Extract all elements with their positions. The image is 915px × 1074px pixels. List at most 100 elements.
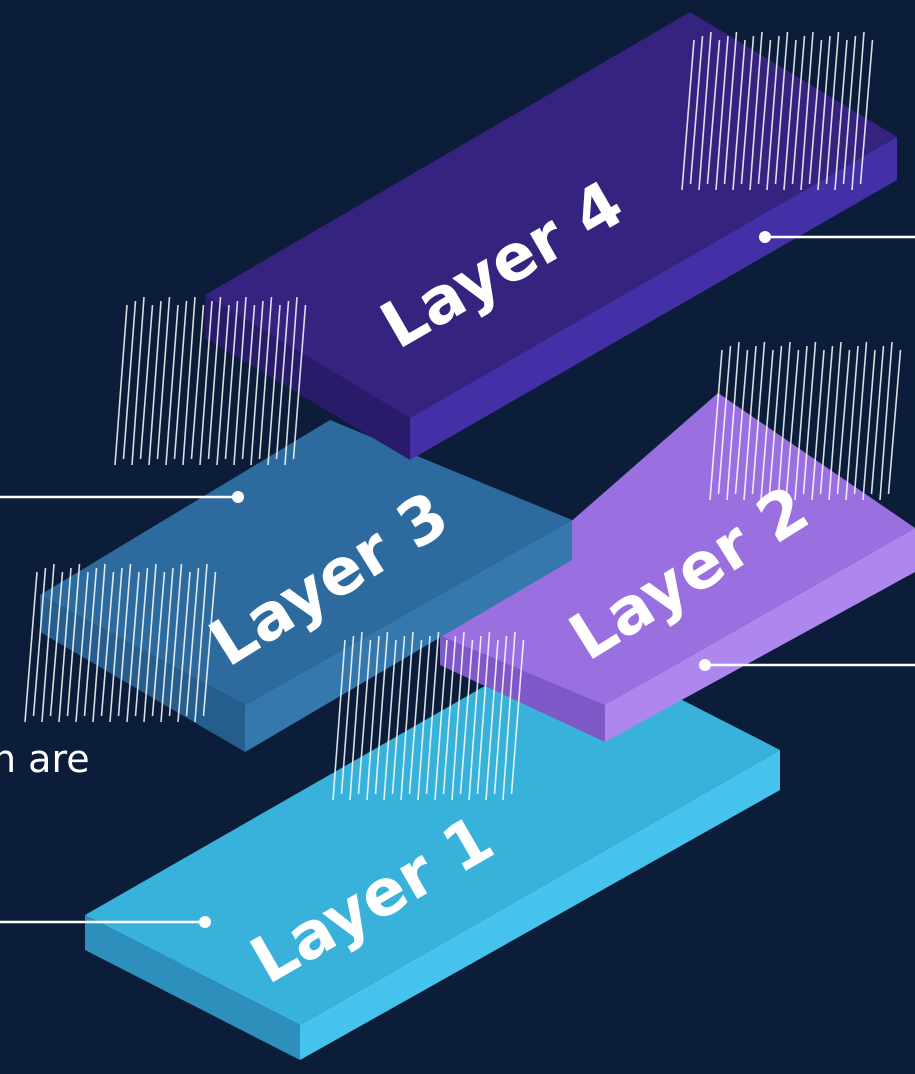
hatch-stroke (819, 345, 834, 495)
hatch-stroke (442, 635, 457, 795)
hatch-stroke (723, 31, 738, 185)
layer-4-block: Layer 4 (205, 12, 897, 460)
hatch-decoration (24, 31, 902, 801)
hatch-stroke (374, 631, 389, 795)
layer-2-block: Layer 2 (440, 393, 915, 742)
hatch-stroke (468, 635, 482, 801)
hatch-stroke (83, 567, 98, 717)
hatch-stroke (689, 35, 704, 185)
hatch-stroke (185, 567, 200, 717)
hatch-stroke (340, 635, 355, 795)
hatch-stroke (391, 635, 406, 795)
hatch-stroke (408, 639, 423, 795)
hatch-stroke (717, 345, 732, 495)
hatch-stroke (366, 635, 380, 801)
hatch-stroke (114, 304, 128, 466)
hatch-stroke (757, 39, 772, 185)
hatch-stroke (233, 296, 247, 466)
hatch-stroke (834, 39, 848, 191)
hatch-stroke (828, 341, 842, 501)
hatch-stroke (425, 631, 440, 795)
connector-dot (199, 916, 211, 928)
hatch-stroke (851, 31, 865, 191)
hatch-stroke (177, 571, 191, 723)
hatch-stroke (194, 563, 208, 723)
connector-layer-4 (759, 231, 915, 243)
hatch-stroke (783, 39, 797, 191)
connector-layer-2 (699, 659, 915, 671)
hatch-stroke (58, 567, 72, 723)
hatch-stroke (49, 571, 64, 717)
layer-2-right-face (605, 528, 915, 742)
hatch-stroke (131, 296, 145, 466)
hatch-stroke (168, 563, 183, 717)
hatch-stroke (760, 349, 774, 501)
hatch-stroke (117, 563, 132, 717)
hatch-stroke (766, 35, 780, 191)
connector-layer-1 (0, 916, 211, 928)
hatch-stroke (743, 345, 757, 501)
hatch-stroke (216, 304, 230, 466)
layer-2-top-face (440, 393, 915, 705)
hatch-stroke (726, 341, 740, 501)
hatch-stroke (842, 35, 857, 185)
layer-4-right-face (410, 137, 897, 460)
hatch-stroke (853, 341, 868, 495)
hatch-stroke (698, 31, 712, 191)
hatch-stroke (802, 341, 817, 495)
hatch-stroke (160, 567, 174, 723)
hatch-stroke (143, 563, 157, 723)
hatch-stroke (791, 35, 806, 185)
hatch-stroke (777, 341, 791, 501)
hatch-stroke (459, 639, 474, 795)
hatch-stroke (292, 304, 307, 460)
layer-4-left-face (205, 295, 410, 460)
hatch-stroke (134, 567, 149, 717)
hatch-stroke (485, 639, 499, 801)
hatch-stroke (879, 341, 893, 501)
hatch-stroke (182, 296, 196, 466)
hatch-stroke (749, 31, 763, 191)
hatch-stroke (284, 296, 298, 466)
hatch-stroke (332, 639, 346, 801)
hatch-stroke (199, 300, 213, 466)
hatch-stroke (126, 571, 140, 723)
hatch-stroke (148, 300, 162, 466)
hatch-stroke (732, 39, 746, 191)
hatch-stroke (794, 345, 808, 501)
connector-layer-3 (0, 491, 244, 503)
hatch-stroke (122, 300, 137, 460)
hatch-stroke (811, 349, 825, 501)
hatch-stroke (267, 304, 281, 466)
hatch-stroke (156, 296, 171, 460)
hatch-stroke (751, 341, 766, 495)
hatch-stroke (870, 345, 885, 495)
hatch-stroke (510, 639, 525, 795)
hatch-stroke (734, 349, 749, 495)
hatch-stroke (32, 567, 47, 717)
hatch-stroke (349, 631, 363, 801)
hatch-stroke (774, 31, 789, 185)
hatch-stroke (715, 35, 729, 191)
hatch-stroke (709, 349, 723, 501)
hatch-stroke (207, 296, 222, 460)
hatch-stroke (825, 31, 840, 185)
connector-dot (699, 659, 711, 671)
hatch-stroke (109, 567, 123, 723)
hatch-stroke (800, 31, 814, 191)
layer-3-top-face (40, 420, 572, 705)
hatch-stroke (258, 296, 273, 460)
connector-dot (759, 231, 771, 243)
hatch-stroke (241, 304, 256, 460)
hatch-stroke (808, 39, 823, 185)
layer-1-left-face (85, 915, 300, 1060)
hatch-stroke (859, 39, 874, 185)
hatch-stroke (165, 304, 179, 466)
hatch-stroke (275, 300, 290, 460)
layer-3-right-face (245, 520, 572, 752)
hatch-stroke (139, 304, 154, 460)
hatch-stroke (681, 39, 695, 191)
hatch-stroke (75, 571, 89, 723)
hatch-stroke (451, 631, 465, 801)
hatch-stroke (151, 571, 166, 717)
